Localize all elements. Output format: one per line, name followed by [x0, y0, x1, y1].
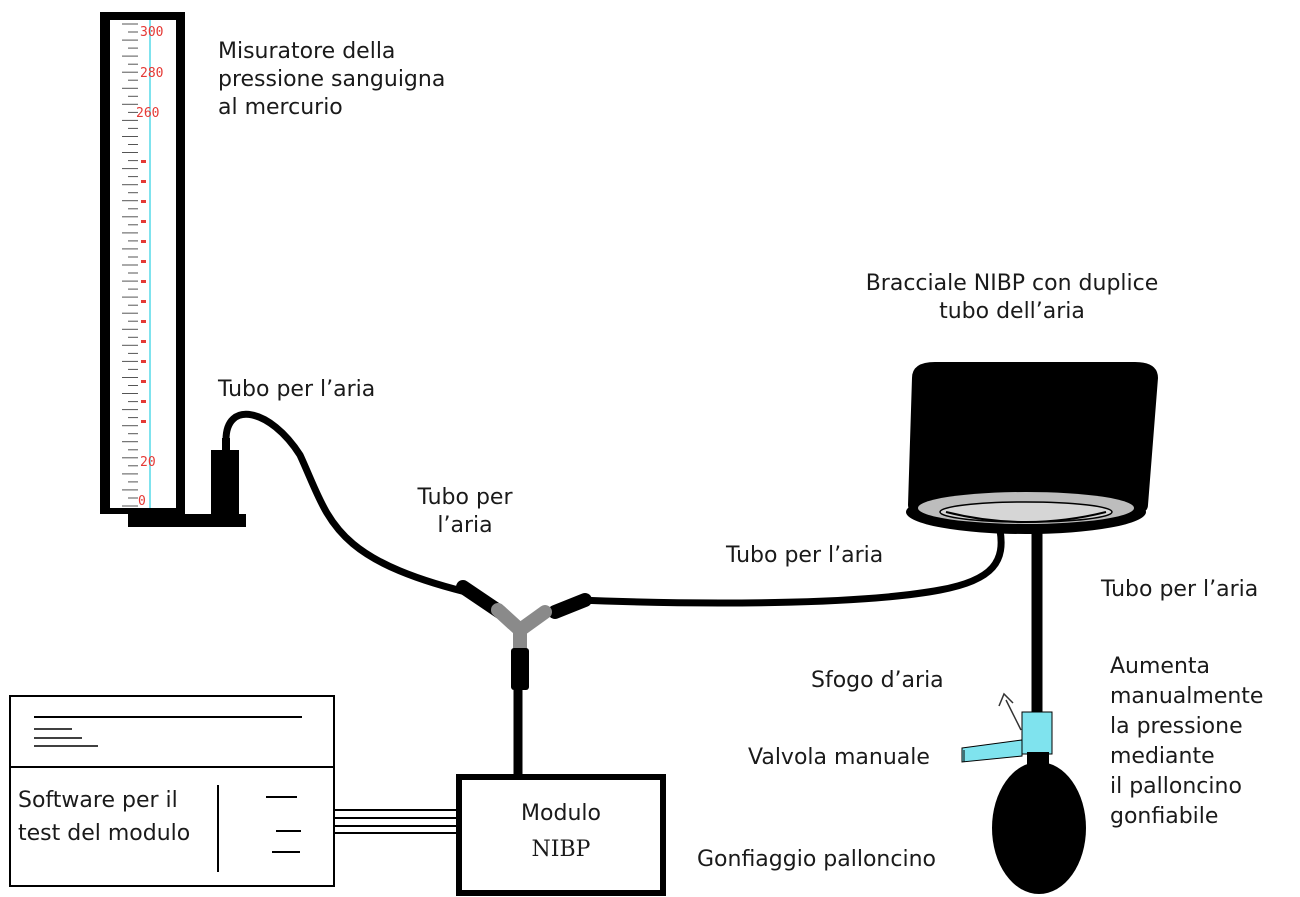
tube-label-middle: Tubo per l’aria: [395, 484, 535, 540]
manometer-tube-connector: [211, 450, 239, 518]
scale-red-mark: [141, 380, 146, 383]
air-tubes: [222, 410, 1043, 782]
module-label-line1: Modulo: [521, 801, 601, 826]
vent-label: Sfogo d’aria: [811, 668, 944, 693]
scale-red-mark: [141, 220, 146, 223]
scale-red-mark: [141, 260, 146, 263]
cuff-label-line1: Bracciale NIBP con duplice: [865, 271, 1159, 296]
cuff-body: [908, 362, 1158, 512]
inflate-note-line3: la pressione: [1110, 714, 1243, 739]
scale-label-0: 0: [138, 494, 146, 509]
software-label: Software per il test del modulo: [18, 784, 190, 850]
software-window: [9, 695, 335, 887]
scale-label-20: 20: [140, 455, 156, 470]
inflate-note-line6: gonfiabile: [1110, 804, 1219, 829]
data-cable: [334, 809, 459, 834]
bulb-body: [992, 762, 1086, 894]
manual-valve-label: Valvola manuale: [748, 745, 930, 770]
software-label-line1: Software per il: [18, 788, 178, 813]
mercury-manometer: 300 280 260 20 0: [100, 12, 246, 527]
inflate-note-line4: mediante: [1110, 744, 1215, 769]
tube-label-far-right: Tubo per l’aria: [1101, 577, 1259, 602]
scale-red-mark: [141, 160, 146, 163]
tube-label-middle-line2: l’aria: [437, 513, 493, 538]
valve-body: [1021, 711, 1053, 755]
tube-label-top-left: Tubo per l’aria: [218, 377, 376, 402]
software-label-line2: test del modulo: [18, 821, 191, 846]
y-body: [491, 603, 552, 637]
manometer-label-line1: Misuratore della: [218, 39, 396, 64]
scale-red-mark: [141, 400, 146, 403]
connector-nozzle: [222, 438, 230, 452]
inflate-note-line5: il palloncino: [1110, 774, 1242, 799]
tube-label-middle-line1: Tubo per: [417, 485, 513, 510]
manometer-label-line3: al mercurio: [218, 95, 343, 120]
inflation-bulb: [992, 752, 1086, 894]
scale-label-300: 300: [140, 25, 163, 40]
cuff-inner-ring: [939, 501, 1113, 523]
scale-red-mark: [141, 300, 146, 303]
module-label-line2: NIBP: [532, 837, 591, 862]
y-sleeve-right: [548, 593, 592, 619]
vent-arrow-shaft: [1005, 699, 1022, 731]
manometer-label: Misuratore della pressione sanguigna al …: [218, 38, 445, 122]
scale-red-mark: [141, 420, 146, 423]
scale-red-mark: [141, 320, 146, 323]
inflate-note-label: Aumenta manualmente la pressione mediant…: [1110, 652, 1263, 832]
scale-red-mark: [141, 280, 146, 283]
tube-label-right-mid: Tubo per l’aria: [726, 543, 884, 568]
manometer-ticks: [122, 23, 138, 507]
y-bottom-sleeve: [511, 648, 529, 690]
valve-handle: [961, 739, 1023, 763]
y-connector: [456, 580, 592, 690]
manometer-scale-panel: [110, 20, 176, 508]
nibp-cuff: [906, 362, 1158, 534]
vent-arrow-head: [998, 692, 1014, 707]
cuff-label-line2: tubo dell’aria: [939, 299, 1085, 324]
scale-red-mark: [141, 180, 146, 183]
scale-red-mark: [141, 240, 146, 243]
scale-red-mark: [141, 340, 146, 343]
cuff-lip: [945, 511, 1107, 523]
scale-label-260: 260: [136, 106, 159, 121]
manual-valve: [961, 692, 1053, 763]
nibp-module: Modulo NIBP: [456, 774, 666, 896]
scale-label-280: 280: [140, 66, 163, 81]
inflate-note-line1: Aumenta: [1110, 654, 1211, 679]
inflate-note-line2: manualmente: [1110, 684, 1264, 709]
cuff-label: Bracciale NIBP con duplice tubo dell’ari…: [822, 270, 1202, 326]
manometer-label-line2: pressione sanguigna: [218, 67, 446, 92]
scale-red-mark: [141, 360, 146, 363]
software-frame: [9, 695, 335, 887]
module-box: [456, 774, 666, 896]
manometer-red-marks: [141, 160, 146, 423]
tube-y-to-cuff: [574, 526, 1005, 607]
scale-red-mark: [141, 200, 146, 203]
tube-manometer-to-y: [222, 410, 482, 599]
bulb-label: Gonfiaggio palloncino: [697, 847, 936, 872]
